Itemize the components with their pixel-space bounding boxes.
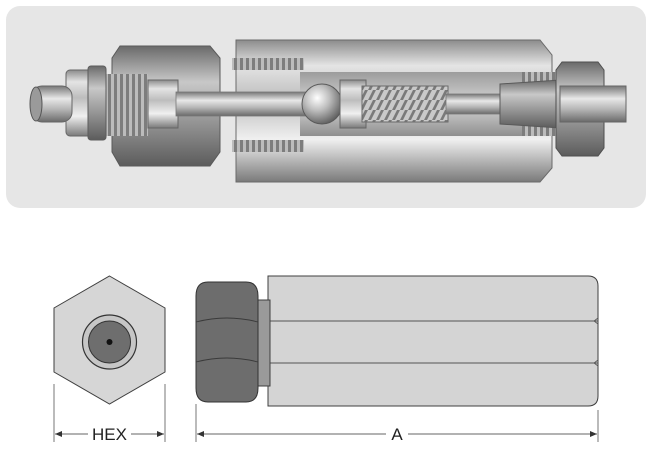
end-cap-flat-lower: [195, 357, 259, 363]
body-profile: [267, 275, 599, 407]
central-bore: [175, 91, 317, 117]
outlet-tube: [559, 85, 627, 123]
body-chamfer-lower: [593, 359, 599, 367]
hex-dimension-label: HEX: [92, 425, 127, 444]
a-arrow-left: [197, 431, 204, 437]
inlet-collar: [147, 79, 179, 129]
a-arrow-right: [590, 431, 597, 437]
side-view: A: [195, 275, 599, 444]
end-view: HEX: [53, 275, 166, 444]
inlet-tube-opening: [29, 86, 43, 122]
hex-arrow-right: [157, 431, 164, 437]
end-cap-hex: [195, 281, 259, 403]
outlet-thread-top: [522, 72, 556, 82]
inlet-gland-ring: [87, 65, 107, 141]
hex-arrow-left: [55, 431, 62, 437]
outlet-thread-bottom: [522, 126, 556, 136]
port-bore: [106, 339, 113, 345]
body-thread-top: [232, 58, 304, 70]
outlet-ferrule: [499, 79, 561, 129]
body-chamfer-upper: [593, 317, 599, 325]
end-cap-flat-upper: [195, 317, 259, 323]
cutaway-illustration: [29, 39, 627, 183]
body-thread-bottom: [232, 140, 304, 152]
check-ball: [301, 83, 343, 125]
inlet-thread: [106, 74, 148, 136]
check-spring: [361, 85, 449, 123]
a-dimension-label: A: [391, 425, 403, 444]
